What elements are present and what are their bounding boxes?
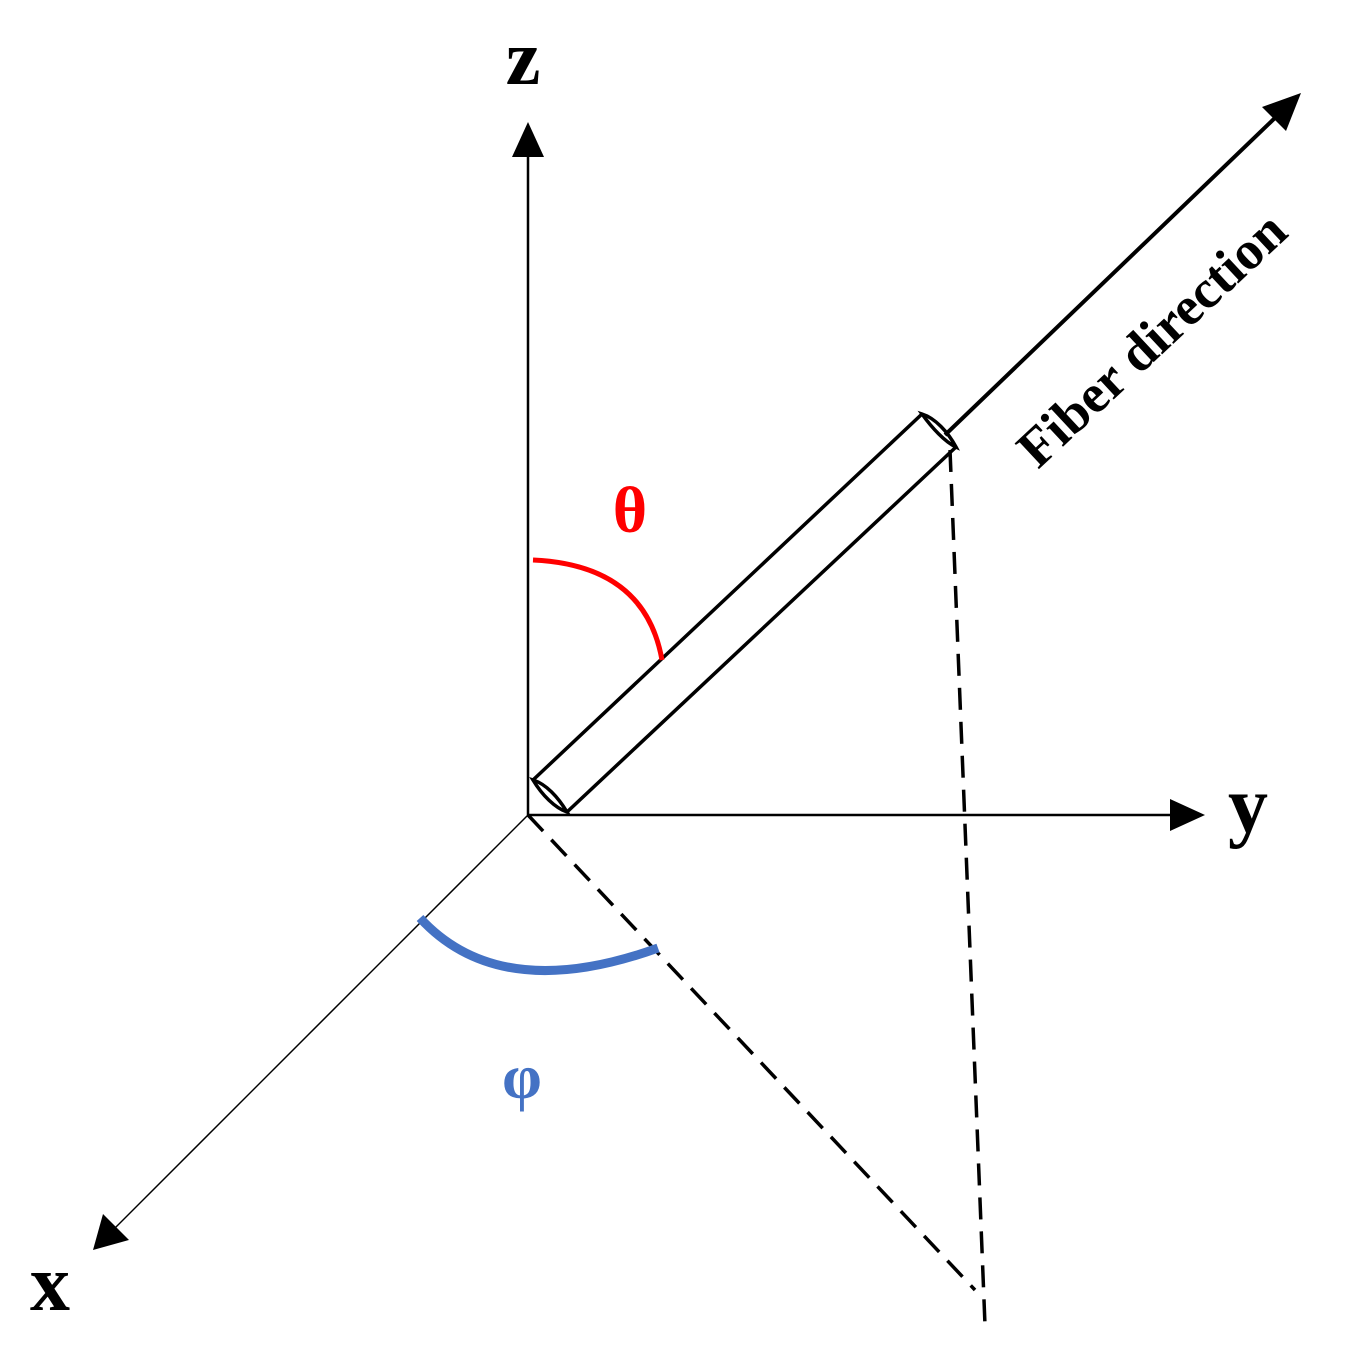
x-axis-label: x: [30, 1240, 70, 1328]
z-axis-label: z: [506, 14, 541, 101]
projection-in-xy-plane: [526, 813, 977, 1292]
x-axis-arrowhead: [93, 1214, 129, 1250]
fiber-direction-arrow: [943, 93, 1301, 437]
fiber-direction-arrowhead: [1262, 93, 1301, 131]
y-axis-label: y: [1228, 762, 1268, 850]
theta-arc: [532, 557, 665, 661]
y-axis: [528, 799, 1205, 831]
theta-label: θ: [613, 474, 647, 547]
fiber-cylinder: [529, 410, 960, 816]
phi-arc: [416, 914, 660, 976]
fiber-end-near: [529, 776, 571, 816]
fiber-direction-label: Fiber direction: [1005, 200, 1298, 479]
z-axis-arrowhead: [512, 122, 544, 157]
y-axis-arrowhead: [1170, 799, 1205, 831]
fiber-end-far: [917, 410, 960, 451]
x-axis: [93, 814, 529, 1250]
projection-vertical: [948, 449, 987, 1326]
phi-label: φ: [502, 1041, 542, 1112]
z-axis: [512, 122, 544, 815]
projection-lines: [526, 449, 987, 1326]
